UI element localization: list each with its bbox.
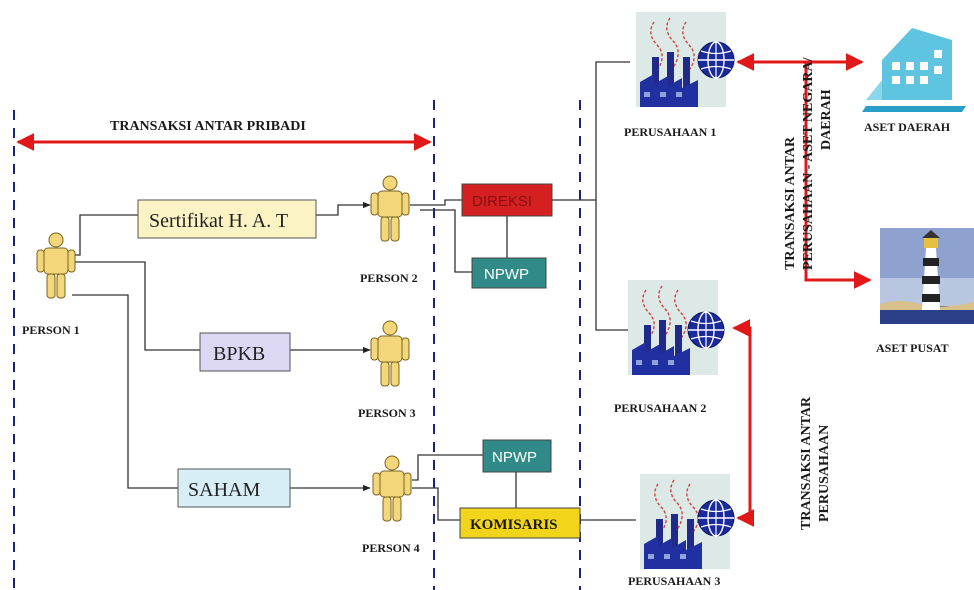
connector-p1-saham bbox=[72, 294, 178, 489]
state-transaction-line-3: DAERAH bbox=[819, 89, 834, 150]
connector-p1-bpkb bbox=[72, 261, 200, 351]
komisaris-box bbox=[459, 507, 581, 539]
connector-direksi-company2 bbox=[595, 200, 630, 331]
connector-p4-komisaris bbox=[412, 487, 460, 521]
npwp-top-label: NPWP bbox=[484, 266, 529, 283]
company-3-label: PERUSAHAAN 3 bbox=[628, 574, 720, 588]
person-1-figure bbox=[36, 232, 76, 299]
company-1-label: PERUSAHAAN 1 bbox=[624, 125, 716, 139]
komisaris-label: KOMISARIS bbox=[470, 517, 558, 533]
header-transaction-label: TRANSAKSI ANTAR PRIBADI bbox=[110, 119, 306, 134]
globe-icon bbox=[697, 499, 735, 537]
connector-p2-direksi bbox=[410, 199, 462, 206]
lighthouse-icon bbox=[880, 228, 974, 324]
globe-icon bbox=[697, 41, 735, 79]
bpkb-label: BPKB bbox=[213, 343, 265, 365]
state-transaction-line-2: PERUSAHAAN - ASET NEGARA/ bbox=[801, 56, 816, 270]
person-3-figure bbox=[370, 320, 410, 387]
aset-daerah-label: ASET DAERAH bbox=[864, 120, 951, 134]
company-transaction-line-2: PERUSAHAAN bbox=[817, 425, 832, 522]
arrow-company2-company3 bbox=[732, 319, 755, 527]
connector-direksi-company1 bbox=[552, 61, 630, 201]
person-4-figure bbox=[372, 455, 412, 522]
person-3-label: PERSON 3 bbox=[358, 406, 416, 420]
company-transaction-label: TRANSAKSI ANTAR PERUSAHAAN bbox=[799, 396, 832, 530]
connector-p1-hat bbox=[72, 214, 138, 256]
saham-box bbox=[177, 468, 291, 508]
company-2-label: PERUSAHAAN 2 bbox=[614, 401, 706, 415]
person-2-figure bbox=[370, 175, 410, 242]
arrow-to-aset-pusat bbox=[804, 62, 872, 289]
npwp-bottom-label: NPWP bbox=[492, 449, 537, 466]
globe-icon bbox=[687, 311, 725, 349]
npwp-top-box bbox=[471, 257, 547, 289]
state-transaction-line-1: TRANSAKSI ANTAR bbox=[783, 136, 798, 270]
company-transaction-line-1: TRANSAKSI ANTAR bbox=[799, 396, 814, 530]
bpkb-box bbox=[199, 332, 291, 372]
person-4-label: PERSON 4 bbox=[362, 541, 420, 555]
aset-pusat-label: ASET PUSAT bbox=[876, 341, 949, 355]
state-transaction-label: TRANSAKSI ANTAR PERUSAHAAN - ASET NEGARA… bbox=[783, 56, 834, 270]
connector-p4-npwp bbox=[412, 454, 483, 481]
npwp-bottom-box bbox=[482, 439, 552, 473]
connector-p2-npwp bbox=[420, 209, 472, 273]
connector-hat-p2 bbox=[316, 201, 371, 216]
building-icon bbox=[862, 28, 966, 112]
person-1-label: PERSON 1 bbox=[22, 323, 80, 337]
hat-box bbox=[137, 199, 317, 239]
saham-label: SAHAM bbox=[188, 479, 260, 501]
person-2-label: PERSON 2 bbox=[360, 271, 418, 285]
hat-label: Sertifikat H. A. T bbox=[149, 210, 288, 232]
direksi-box bbox=[461, 183, 553, 217]
direksi-label: DIREKSI bbox=[472, 193, 532, 210]
